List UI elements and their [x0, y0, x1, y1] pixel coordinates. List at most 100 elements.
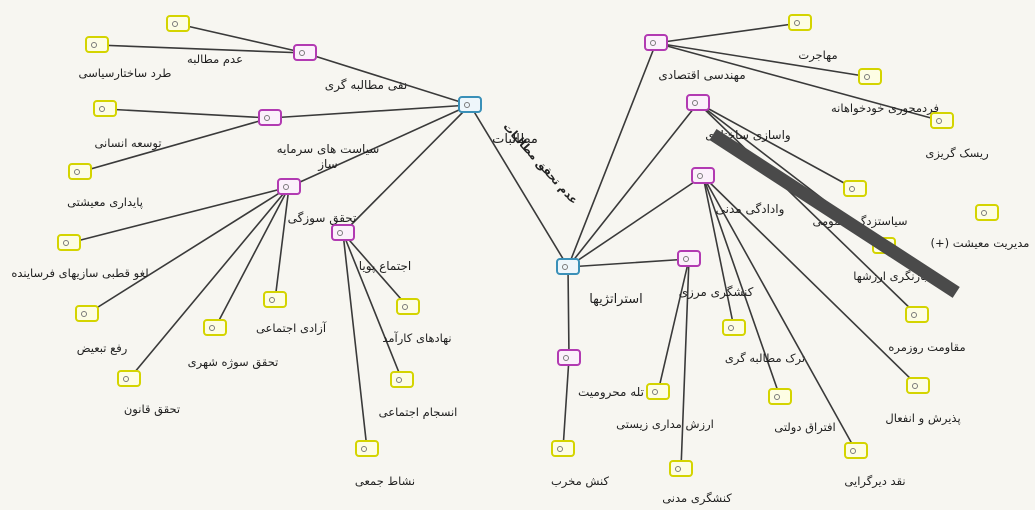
- link-siasat-tose: [104, 108, 271, 119]
- code-icon[interactable]: [355, 440, 379, 457]
- node-label: سیاست های سرمایه ساز: [276, 142, 380, 171]
- link-nafy-adam_motalebe: [177, 23, 306, 54]
- code-icon[interactable]: [75, 305, 99, 322]
- code-icon[interactable]: [85, 36, 109, 53]
- link-tahaghogh-laghv: [68, 186, 290, 244]
- theme-icon[interactable]: [686, 94, 710, 111]
- node-label: مدیریت معیشت (+): [930, 236, 1030, 250]
- node-label: مهندسی اقتصادی: [658, 68, 746, 82]
- code-icon[interactable]: [57, 234, 81, 251]
- code-icon[interactable]: [93, 100, 117, 117]
- code-icon[interactable]: [263, 291, 287, 308]
- code-icon[interactable]: [646, 383, 670, 400]
- code-icon[interactable]: [68, 163, 92, 180]
- code-icon[interactable]: [203, 319, 227, 336]
- code-icon[interactable]: [722, 319, 746, 336]
- link-koneshgari_marzi-arzesh: [657, 258, 690, 393]
- node-label: نفی مطالبه گری: [324, 78, 408, 92]
- code-icon[interactable]: [975, 204, 999, 221]
- theme-icon[interactable]: [677, 250, 701, 267]
- node-label: بازنگری ارزشها: [853, 269, 927, 283]
- node-label: نشاط جمعی: [354, 474, 416, 488]
- code-icon[interactable]: [768, 388, 792, 405]
- link-vadadegi-eftergh: [702, 175, 781, 398]
- code-icon[interactable]: [843, 180, 867, 197]
- link-tahaghogh-ghanoon: [128, 186, 290, 380]
- node-label: نقد دیرگرایی: [844, 474, 906, 488]
- code-icon[interactable]: [905, 306, 929, 323]
- node-label: مقاومت روزمره: [888, 340, 966, 354]
- theme-icon[interactable]: [557, 349, 581, 366]
- code-icon[interactable]: [396, 298, 420, 315]
- code-icon[interactable]: [930, 112, 954, 129]
- node-label: ریسک گریزی: [925, 146, 989, 160]
- node-label: مهاجرت: [798, 48, 838, 62]
- link-vasazi-moghavemat: [697, 102, 918, 316]
- theme-icon[interactable]: [691, 167, 715, 184]
- node-label: کنشگری مرزی: [678, 285, 754, 299]
- link-motalebat-nafy: [304, 52, 471, 106]
- link-tahaghogh-rafe: [86, 186, 290, 315]
- node-label: وادادگی مدنی: [715, 202, 785, 216]
- code-icon[interactable]: [858, 68, 882, 85]
- node-label: پذیرش و انفعال: [885, 411, 961, 425]
- node-label: آزادی اجتماعی: [255, 321, 327, 335]
- code-icon[interactable]: [166, 15, 190, 32]
- code-icon[interactable]: [788, 14, 812, 31]
- node-label: انسجام اجتماعی: [378, 405, 458, 419]
- category-icon[interactable]: [556, 258, 580, 275]
- link-vadadegi-tark: [702, 175, 735, 329]
- link-motalebat-ejtema: [342, 104, 471, 234]
- code-icon[interactable]: [390, 371, 414, 388]
- link-mohandesi-fardmehvari: [655, 42, 871, 78]
- node-label: عدم مطالبه: [187, 52, 243, 66]
- theme-icon[interactable]: [644, 34, 668, 51]
- link-estrategiha-vasazi: [567, 102, 699, 268]
- link-siasat-paydari: [79, 117, 271, 173]
- link-ejtema-nahadha: [342, 232, 409, 308]
- theme-icon[interactable]: [277, 178, 301, 195]
- node-label: لغو قطبی سازیهای فرساینده: [11, 266, 149, 280]
- node-label: افتراق دولتی: [774, 420, 836, 434]
- code-icon[interactable]: [551, 440, 575, 457]
- code-icon[interactable]: [117, 370, 141, 387]
- link-ejtema-neshat: [342, 232, 368, 450]
- link-mohandesi-risk: [655, 42, 943, 122]
- code-icon[interactable]: [844, 442, 868, 459]
- node-label: تله محرومیت: [578, 385, 644, 399]
- link-vadadegi-naghd: [702, 175, 857, 452]
- code-icon[interactable]: [669, 460, 693, 477]
- node-label: ارزش مداری زیستی: [616, 417, 714, 431]
- link-vadadegi-paziresh: [702, 175, 919, 387]
- link-nafy-tard: [96, 44, 306, 54]
- theme-icon[interactable]: [331, 224, 355, 241]
- node-label: فردمحوری خودخواهانه: [830, 101, 940, 115]
- category-icon[interactable]: [458, 96, 482, 113]
- node-label: اجتماع پویا: [358, 259, 412, 273]
- link-motalebat-siasat: [269, 104, 471, 119]
- link-tale-konesh_mokhareb: [562, 357, 570, 450]
- link-vasazi-siasatzade: [697, 102, 856, 190]
- theme-icon[interactable]: [293, 44, 317, 61]
- link-motalebat-estrategiha: [469, 104, 569, 268]
- node-label: مطالبات: [492, 132, 538, 147]
- link-layer: [68, 22, 943, 470]
- node-label: کنشگری مدنی: [662, 491, 732, 505]
- node-label: واسازی ساختاری: [705, 128, 791, 142]
- link-tahaghogh-souze_shahri: [214, 186, 290, 329]
- link-estrategiha-koneshgari_marzi: [567, 258, 690, 268]
- node-label: رفع تبعیض: [76, 341, 128, 355]
- link-koneshgari_marzi-koneshgari_madani: [680, 258, 690, 470]
- theme-icon[interactable]: [258, 109, 282, 126]
- link-tahaghogh-azadi: [274, 186, 290, 301]
- code-icon[interactable]: [906, 377, 930, 394]
- node-label: تحقق قانون: [123, 402, 181, 416]
- link-estrategiha-mohandesi: [567, 42, 657, 268]
- node-label: ترک مطالبه گری: [724, 351, 806, 365]
- node-label: نهادهای کارآمد: [382, 331, 452, 345]
- link-mohandesi-mohajerat: [655, 22, 801, 44]
- node-label: تحقق سوژه شهری: [187, 355, 279, 369]
- node-label: پایداری معیشتی: [67, 195, 143, 209]
- link-ejtema-ensejam: [342, 232, 403, 381]
